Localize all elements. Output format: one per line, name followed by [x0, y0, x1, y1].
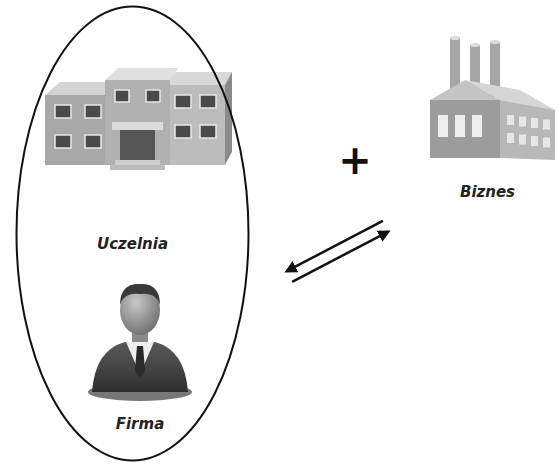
arrow-line — [287, 221, 383, 271]
business-node: Biznes — [420, 35, 555, 203]
company-node: Firma — [85, 280, 195, 435]
building-icon — [45, 68, 232, 170]
double-arrow — [287, 221, 389, 282]
person-icon — [88, 284, 192, 401]
university-node: Uczelnia — [35, 50, 230, 255]
arrow-line — [292, 232, 388, 282]
node-label: Uczelnia — [95, 235, 170, 253]
group-ellipse: UczelniaFirma — [15, 5, 250, 462]
factory-icon — [430, 36, 555, 160]
node-label: Biznes — [458, 183, 517, 201]
node-label: Firma — [114, 415, 167, 433]
ellipse-outline — [17, 7, 249, 461]
plus-sign: + — [338, 140, 372, 180]
ellipse-outline — [15, 5, 250, 462]
